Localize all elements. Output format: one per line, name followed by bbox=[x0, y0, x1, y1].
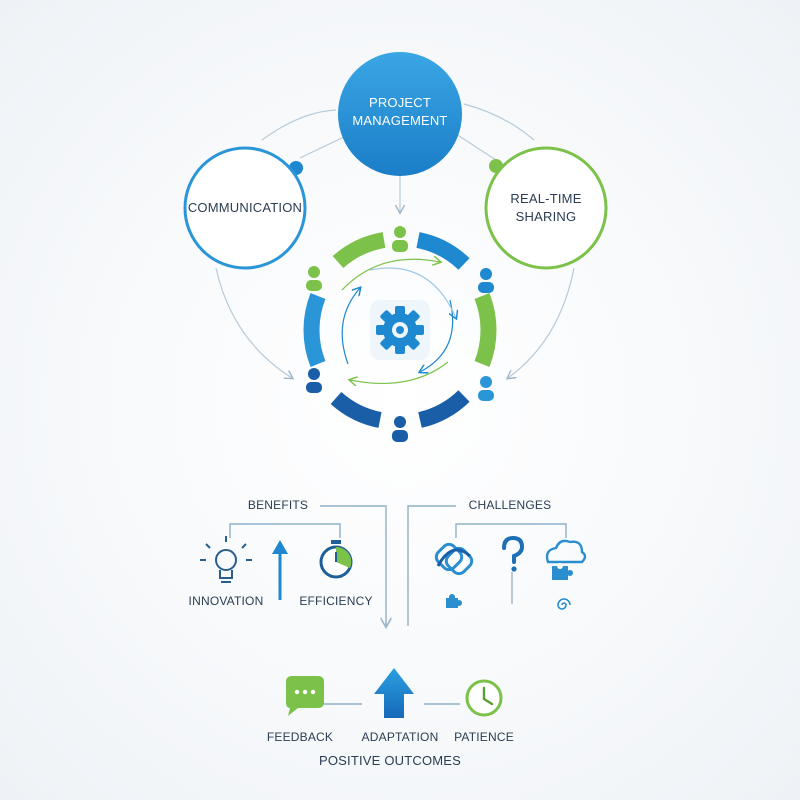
communication-node bbox=[183, 146, 307, 270]
question-icon bbox=[502, 535, 525, 572]
benefit-innovation-label: INNOVATION bbox=[188, 594, 264, 608]
project-management-line2: MANAGEMENT bbox=[352, 113, 448, 128]
people-icons bbox=[306, 226, 494, 442]
gear-icon bbox=[370, 300, 430, 360]
person-icon bbox=[478, 268, 494, 293]
collaboration-wheel bbox=[303, 232, 497, 428]
person-icon bbox=[306, 266, 322, 291]
cloud-puzzle-icon bbox=[545, 539, 587, 580]
puzzle-icon bbox=[446, 594, 462, 608]
communication-label: COMMUNICATION bbox=[187, 200, 303, 215]
person-icon bbox=[392, 416, 408, 442]
real-time-sharing-line1: REAL-TIME bbox=[510, 191, 582, 206]
chat-bubble-icon bbox=[286, 676, 324, 716]
inner-cycle-arrows bbox=[341, 259, 456, 383]
real-time-sharing-node bbox=[484, 146, 608, 270]
adaptation-arrow-icon bbox=[374, 668, 414, 718]
lightbulb-icon bbox=[200, 536, 252, 583]
project-management-node bbox=[338, 52, 462, 176]
clock-icon bbox=[465, 679, 503, 717]
up-arrow-icon bbox=[272, 540, 288, 554]
project-management-line1: PROJECT bbox=[368, 95, 432, 110]
spiral-icon bbox=[557, 598, 571, 610]
benefit-efficiency-label: EFFICIENCY bbox=[299, 594, 373, 608]
outcome-adaptation-label: ADAPTATION bbox=[361, 730, 439, 744]
benefits-heading: BENEFITS bbox=[247, 498, 309, 512]
knot-icon bbox=[434, 542, 474, 576]
project-management-label: PROJECT MANAGEMENT bbox=[338, 94, 462, 130]
positive-outcomes-title: POSITIVE OUTCOMES bbox=[318, 753, 462, 768]
person-icon bbox=[306, 368, 322, 393]
real-time-sharing-label: REAL-TIME SHARING bbox=[486, 190, 606, 226]
person-icon bbox=[478, 376, 494, 401]
real-time-sharing-line2: SHARING bbox=[515, 209, 577, 224]
outcome-feedback-label: FEEDBACK bbox=[266, 730, 334, 744]
person-icon bbox=[392, 226, 408, 252]
stopwatch-icon bbox=[319, 540, 353, 579]
branch-lines bbox=[229, 505, 567, 705]
connector-lines bbox=[215, 103, 575, 378]
challenges-heading: CHALLENGES bbox=[468, 498, 552, 512]
outcome-patience-label: PATIENCE bbox=[454, 730, 514, 744]
